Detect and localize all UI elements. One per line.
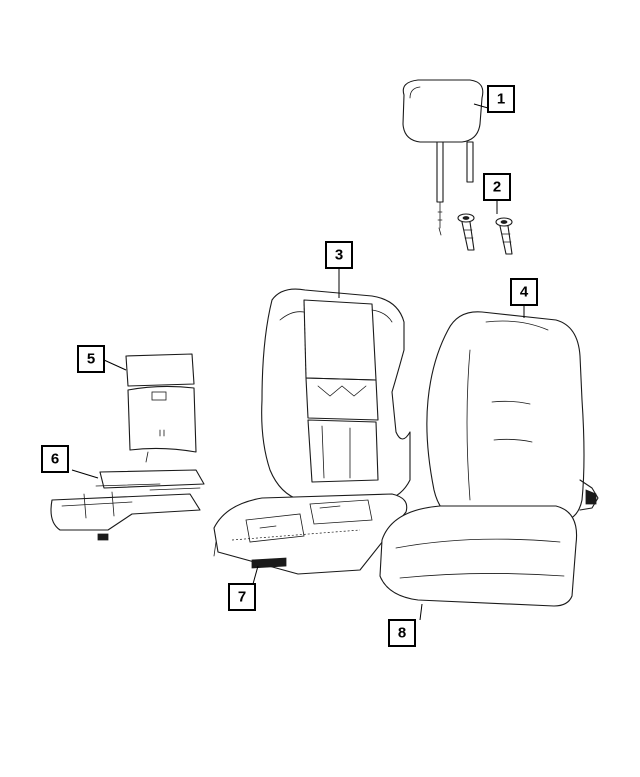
callout-6-label: 6 — [51, 451, 59, 468]
headrest-part — [402, 79, 484, 236]
callout-5-label: 5 — [87, 351, 95, 368]
headrest-guide-left — [457, 213, 475, 251]
callout-8-label: 8 — [398, 625, 406, 642]
seat-back-heater — [125, 353, 197, 463]
callout-6: 6 — [41, 445, 69, 473]
seat-cushion-heater — [50, 469, 205, 541]
callout-8: 8 — [388, 619, 416, 647]
callout-7: 7 — [228, 583, 256, 611]
callout-5: 5 — [77, 345, 105, 373]
seat-back-foam — [261, 288, 411, 501]
seat-cushion-cover — [379, 505, 578, 607]
callout-1: 1 — [487, 85, 515, 113]
callout-4-label: 4 — [520, 284, 529, 301]
callout-7-label: 7 — [238, 589, 246, 606]
headrest-guide-right — [495, 217, 513, 255]
leader-lines — [71, 103, 525, 621]
callout-3: 3 — [325, 241, 353, 269]
callout-1-label: 1 — [497, 91, 505, 108]
callout-2-label: 2 — [493, 179, 501, 196]
callout-3-label: 3 — [335, 247, 343, 264]
callout-4: 4 — [510, 278, 538, 306]
seat-back-cover — [426, 311, 599, 523]
callout-2: 2 — [483, 173, 511, 201]
seat-cushion-foam — [213, 493, 408, 575]
